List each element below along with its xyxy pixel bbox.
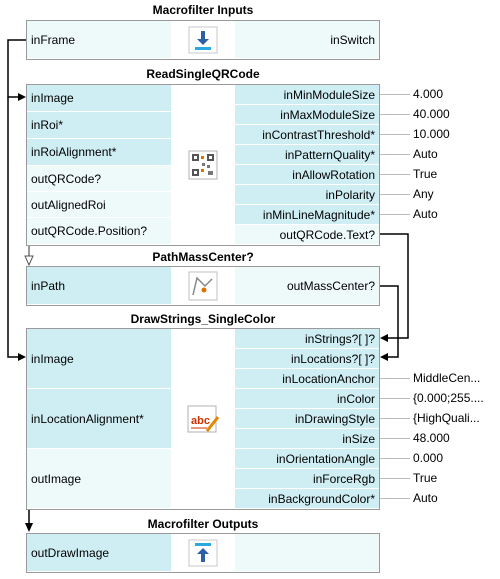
draw-value-color[interactable]: {0.000;255.... bbox=[413, 391, 484, 405]
wire-mass-center-to-locations bbox=[380, 285, 399, 358]
macro-outputs-block[interactable]: outDrawImage bbox=[26, 533, 380, 573]
qr-port-out-aligned-roi[interactable]: outAlignedRoi bbox=[27, 192, 171, 218]
macro-outputs-title: Macrofilter Outputs bbox=[147, 517, 259, 531]
qr-port-in-min-module-size[interactable]: inMinModuleSize bbox=[235, 85, 379, 105]
draw-value-size[interactable]: 48.000 bbox=[413, 431, 450, 445]
path-block-title: PathMassCenter? bbox=[152, 250, 254, 264]
wire-arrowhead bbox=[18, 353, 26, 361]
qr-port-out-qrcode-position[interactable]: outQRCode.Position? bbox=[27, 218, 171, 245]
qr-port-in-roi[interactable]: inRoi* bbox=[27, 112, 171, 139]
macro-outputs-empty bbox=[235, 534, 379, 572]
qr-port-in-pattern-quality[interactable]: inPatternQuality* bbox=[235, 145, 379, 165]
qr-port-in-max-module-size[interactable]: inMaxModuleSize bbox=[235, 105, 379, 125]
draw-port-in-orientation-angle[interactable]: inOrientationAngle bbox=[235, 449, 379, 469]
path-block[interactable]: inPath outMassCenter? bbox=[26, 266, 380, 306]
draw-value-location-anchor[interactable]: MiddleCen... bbox=[413, 371, 481, 385]
qr-value-connector bbox=[380, 134, 410, 135]
draw-value-connector bbox=[380, 498, 410, 499]
qr-port-in-min-line-magnitude[interactable]: inMinLineMagnitude* bbox=[235, 205, 379, 225]
draw-value-connector bbox=[380, 398, 410, 399]
port-in-frame[interactable]: inFrame bbox=[27, 21, 171, 59]
draw-port-in-strings[interactable]: inStrings?[ ]? bbox=[235, 329, 379, 349]
draw-port-in-drawing-style[interactable]: inDrawingStyle bbox=[235, 409, 379, 429]
draw-value-drawing-style[interactable]: {HighQuali... bbox=[413, 411, 480, 425]
draw-port-in-locations[interactable]: inLocations?[ ]? bbox=[235, 349, 379, 369]
draw-port-in-location-anchor[interactable]: inLocationAnchor bbox=[235, 369, 379, 389]
draw-value-connector bbox=[380, 458, 410, 459]
draw-port-in-background-color[interactable]: inBackgroundColor* bbox=[235, 489, 379, 509]
wire-arrowhead bbox=[25, 523, 33, 532]
qr-block-title: ReadSingleQRCode bbox=[146, 67, 260, 81]
wire-arrowhead bbox=[18, 93, 26, 101]
wire-frame-to-draw-image bbox=[7, 97, 20, 358]
draw-port-in-location-alignment[interactable]: inLocationAlignment* bbox=[27, 389, 171, 449]
path-port-in-path[interactable]: inPath bbox=[27, 267, 171, 305]
qr-value-pattern-quality[interactable]: Auto bbox=[413, 147, 438, 161]
qr-value-connector bbox=[380, 194, 410, 195]
port-out-draw-image[interactable]: outDrawImage bbox=[27, 534, 171, 572]
download-arrow-icon bbox=[188, 26, 218, 54]
draw-value-connector bbox=[380, 378, 410, 379]
qr-value-connector bbox=[380, 214, 410, 215]
qr-value-polarity[interactable]: Any bbox=[413, 187, 434, 201]
qr-port-in-allow-rotation[interactable]: inAllowRotation bbox=[235, 165, 379, 185]
qr-port-out-qrcode[interactable]: outQRCode? bbox=[27, 166, 171, 192]
macro-inputs-title: Macrofilter Inputs bbox=[152, 3, 254, 17]
qr-value-connector bbox=[380, 94, 410, 95]
qr-value-contrast-threshold[interactable]: 10.000 bbox=[413, 127, 450, 141]
wire-frame-to-qr-image bbox=[7, 39, 26, 98]
qr-value-min-line-magnitude[interactable]: Auto bbox=[413, 207, 438, 221]
draw-icon-area: abc bbox=[171, 329, 235, 509]
qr-port-in-polarity[interactable]: inPolarity bbox=[235, 185, 379, 205]
draw-block[interactable]: inImage inLocationAlignment* outImage ab… bbox=[26, 328, 380, 510]
draw-value-connector bbox=[380, 418, 410, 419]
draw-text-icon: abc bbox=[187, 405, 219, 433]
wire-arrowhead bbox=[380, 334, 388, 342]
draw-port-in-color[interactable]: inColor bbox=[235, 389, 379, 409]
wire-arrowhead bbox=[380, 353, 388, 361]
draw-port-in-image[interactable]: inImage bbox=[27, 329, 171, 389]
upload-arrow-icon bbox=[188, 539, 218, 567]
draw-value-background-color[interactable]: Auto bbox=[413, 491, 438, 505]
draw-value-connector bbox=[380, 438, 410, 439]
wire-text-to-strings bbox=[380, 233, 409, 339]
qr-value-max-module-size[interactable]: 40.000 bbox=[413, 107, 450, 121]
qr-port-in-image[interactable]: inImage bbox=[27, 85, 171, 112]
qr-port-out-qrcode-text[interactable]: outQRCode.Text? bbox=[235, 225, 379, 245]
port-in-switch[interactable]: inSwitch bbox=[235, 21, 379, 59]
qr-value-min-module-size[interactable]: 4.000 bbox=[413, 87, 444, 101]
macro-inputs-block[interactable]: inFrame inSwitch bbox=[26, 20, 380, 60]
qr-value-connector bbox=[380, 114, 410, 115]
path-center-icon bbox=[188, 271, 218, 301]
draw-value-force-rgb[interactable]: True bbox=[413, 471, 438, 485]
qr-port-in-contrast-threshold[interactable]: inContrastThreshold* bbox=[235, 125, 379, 145]
qr-port-in-roi-alignment[interactable]: inRoiAlignment* bbox=[27, 139, 171, 166]
qr-icon-area bbox=[171, 85, 235, 245]
draw-port-in-size[interactable]: inSize bbox=[235, 429, 379, 449]
qr-value-connector bbox=[380, 154, 410, 155]
path-icon-area bbox=[171, 267, 235, 305]
path-port-out-mass-center[interactable]: outMassCenter? bbox=[235, 267, 379, 305]
qr-value-connector bbox=[380, 174, 410, 175]
draw-block-title: DrawStrings_SingleColor bbox=[130, 312, 276, 326]
qr-code-icon bbox=[188, 150, 218, 180]
qr-value-allow-rotation[interactable]: True bbox=[413, 167, 438, 181]
svg-text:abc: abc bbox=[191, 415, 210, 427]
macro-inputs-icon-area bbox=[171, 21, 235, 59]
draw-value-orientation-angle[interactable]: 0.000 bbox=[413, 451, 444, 465]
draw-port-in-force-rgb[interactable]: inForceRgb bbox=[235, 469, 379, 489]
wire-arrowhead bbox=[24, 255, 34, 267]
macro-outputs-icon-area bbox=[171, 534, 235, 572]
qr-block[interactable]: inImage inRoi* inRoiAlignment* outQRCode… bbox=[26, 84, 380, 246]
draw-value-connector bbox=[380, 478, 410, 479]
draw-port-out-image[interactable]: outImage bbox=[27, 449, 171, 509]
